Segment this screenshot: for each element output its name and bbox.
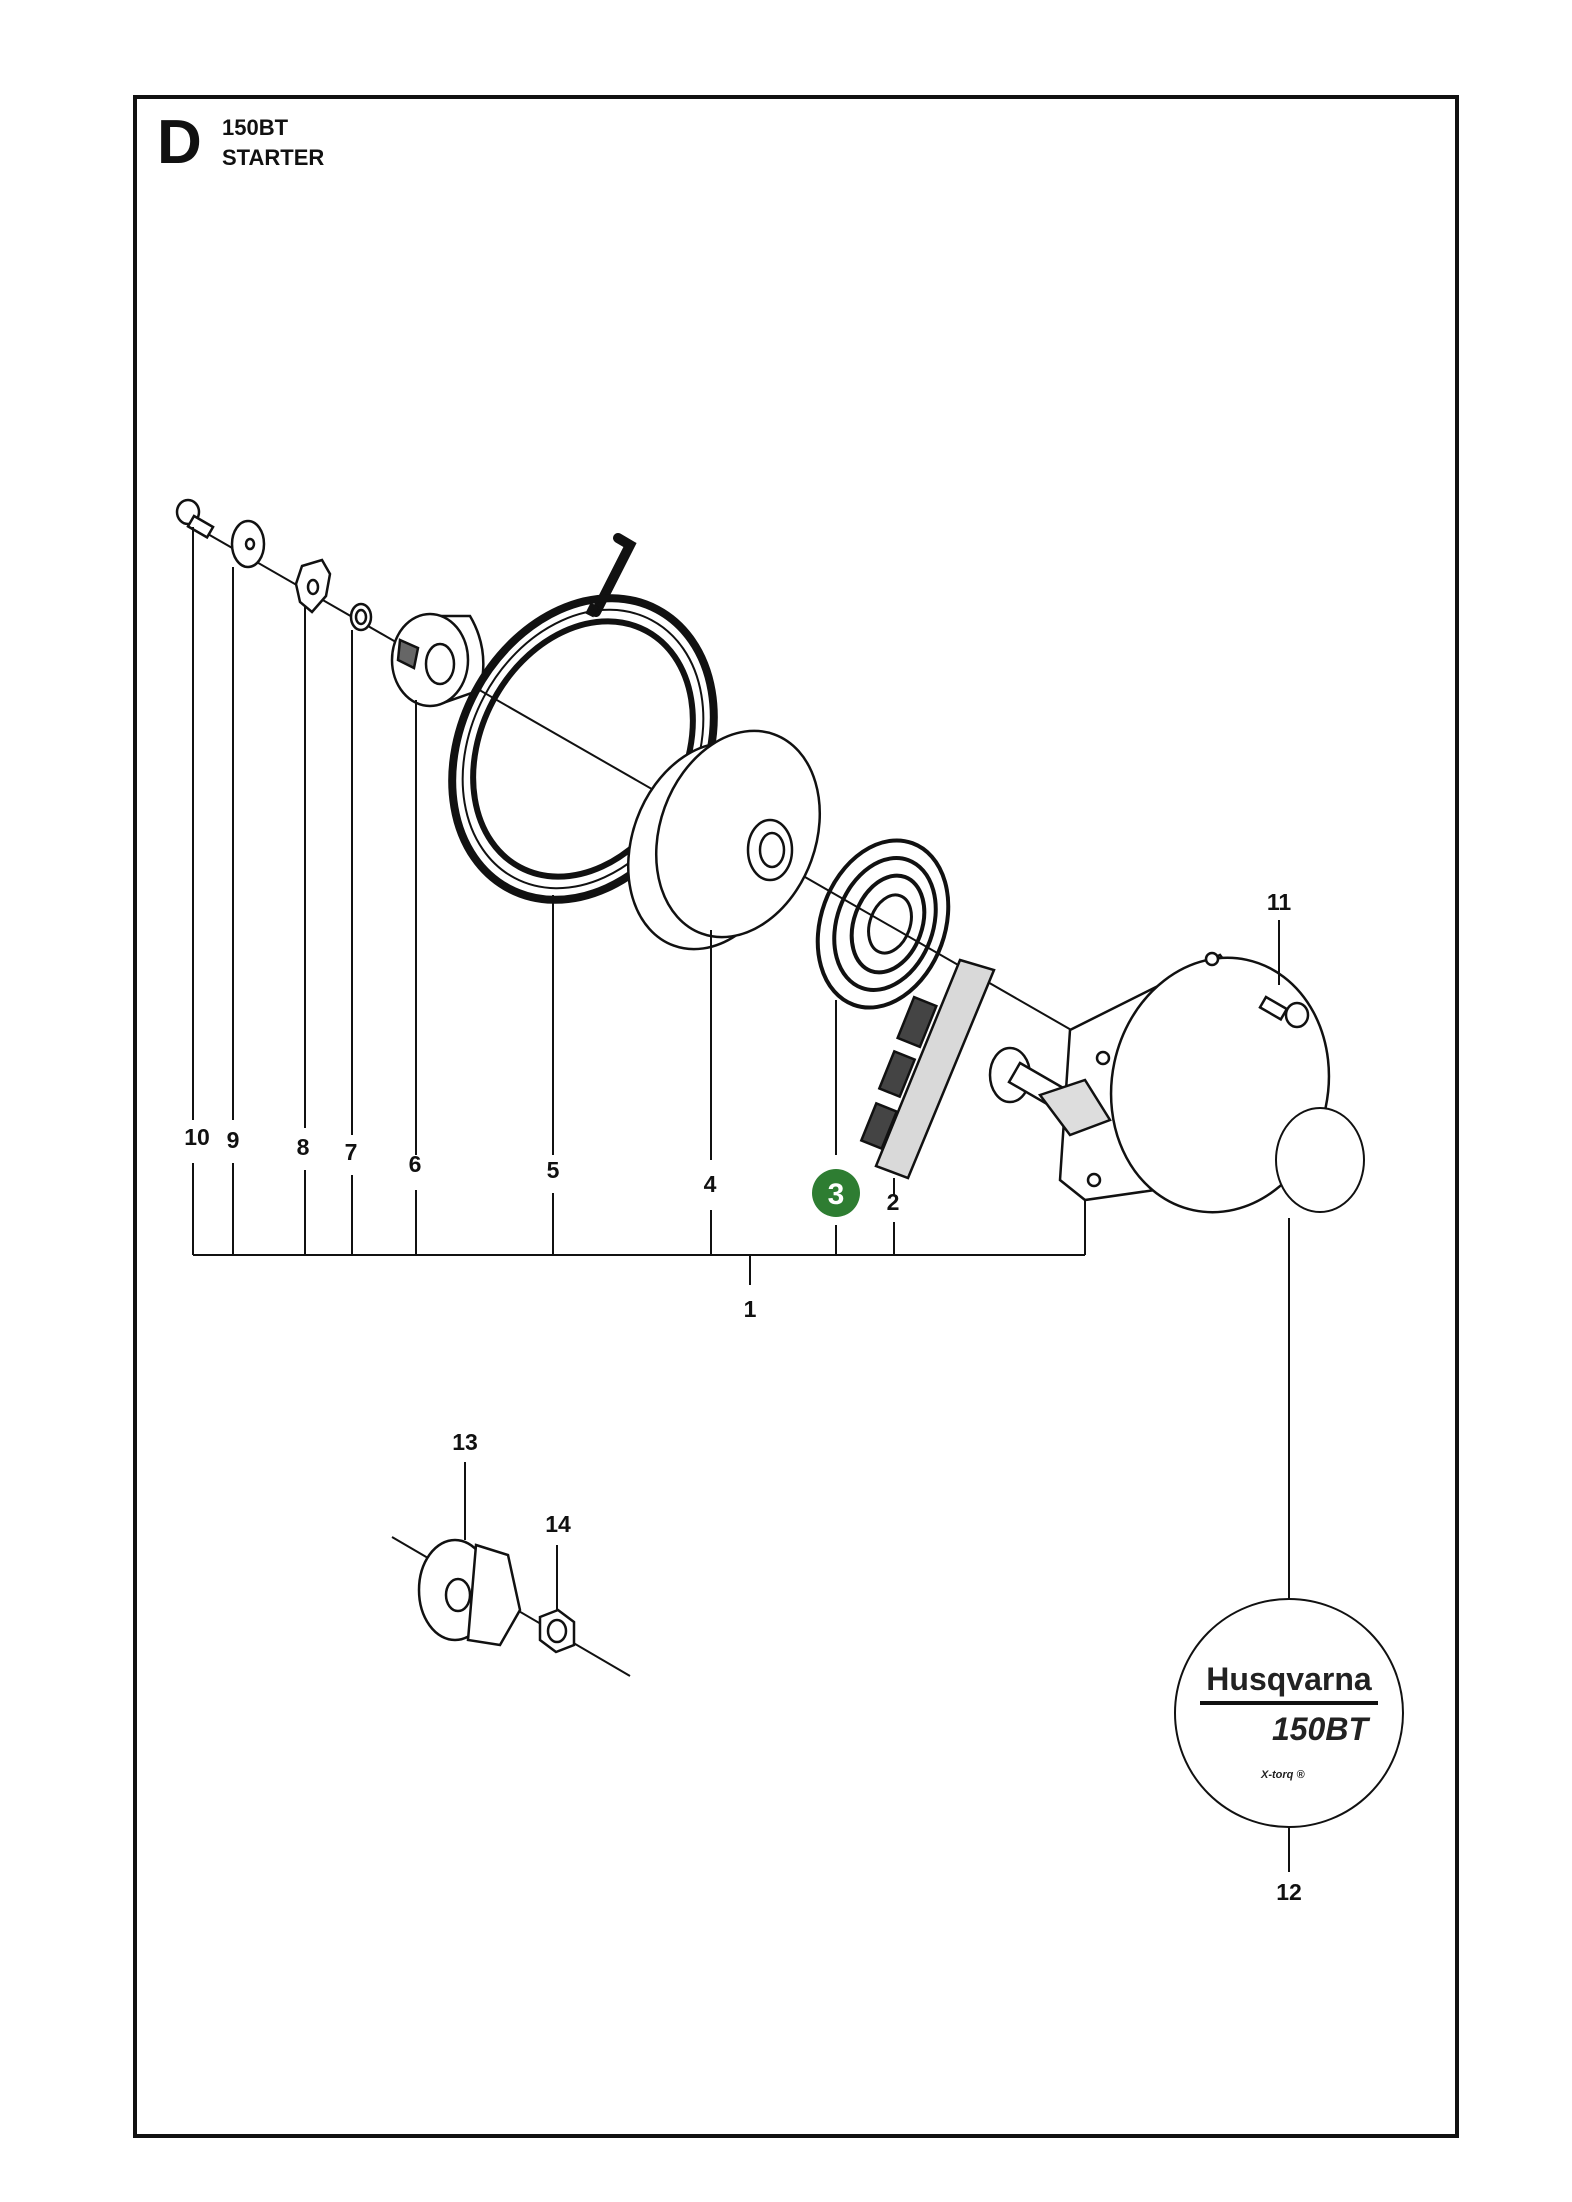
part-8-washer [294,558,332,614]
callout-14: 14 [545,1511,571,1537]
part-13-drive [391,1536,631,1677]
part-11-screw [1258,995,1310,1029]
callout-1: 1 [744,1296,757,1322]
part-2-handle [859,958,1066,1180]
section-title: STARTER [222,145,325,170]
page-frame [133,95,1459,2138]
callout-13: 13 [452,1429,478,1455]
callout-9: 9 [227,1127,240,1153]
decal-model: 150BT [1272,1711,1371,1747]
callout-8: 8 [297,1134,310,1160]
part-1-housing [1037,951,1331,1214]
decal-detail: Husqvarna 150BT X-torq ® [1174,1598,1404,1828]
callout-3-highlight [812,1169,860,1217]
decal-tagline: X-torq ® [1260,1769,1305,1781]
callout-3: 3 [828,1178,845,1211]
part-6-hub [390,612,485,708]
callout-2: 2 [887,1189,900,1215]
callout-4: 4 [704,1171,717,1197]
part-7-ring [349,602,373,632]
callout-6: 6 [409,1151,422,1177]
part-4-pulley [626,729,822,951]
model-title: 150BT [222,115,289,140]
leader-lines [192,527,1280,1610]
section-letter: D [157,108,202,177]
part-14-nut [538,1608,576,1654]
callout-7: 7 [345,1139,358,1165]
part-12-decal-shape [1275,1107,1365,1213]
part-9-washer [230,519,266,569]
callout-5: 5 [547,1157,560,1183]
decal-brand: Husqvarna [1206,1661,1372,1697]
assembly-axis [179,517,1081,1036]
part-10-screw [175,498,215,540]
callout-11: 11 [1267,889,1292,915]
callout-10: 10 [184,1124,210,1150]
callout-12: 12 [1276,1879,1302,1905]
part-3-spring [815,838,951,1010]
